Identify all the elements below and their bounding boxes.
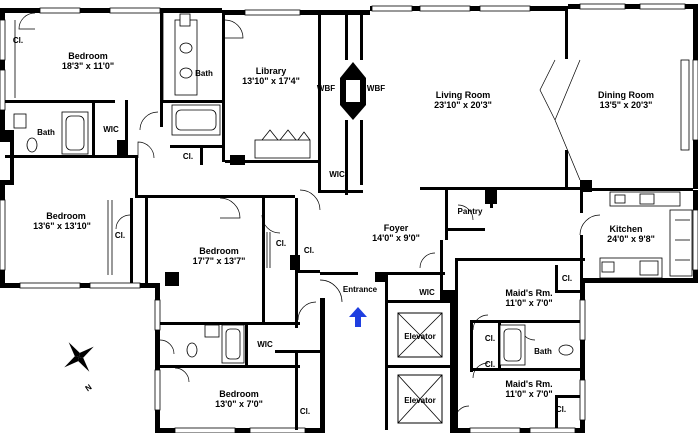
label-entrance: Entrance (343, 285, 378, 294)
room-dim-maids-1: 11'0" x 7'0" (505, 298, 552, 308)
room-labels: Bedroom 18'3" x 11'0" Library 13'10" x 1… (33, 51, 655, 409)
label-closet: Cl. (13, 36, 23, 45)
room-dim-bedroom-1: 18'3" x 11'0" (62, 61, 114, 71)
label-wic: WIC (329, 170, 345, 179)
compass-rose-icon (64, 342, 94, 372)
label-closet: Cl. (115, 231, 125, 240)
label-bath: Bath (37, 128, 55, 137)
elevator-shafts (397, 312, 443, 424)
room-dim-kitchen: 24'0" x 9'8" (607, 234, 655, 244)
label-closet: Cl. (562, 274, 572, 283)
room-dim-bedroom-2: 13'6" x 13'10" (33, 221, 91, 231)
label-wic: WIC (257, 340, 273, 349)
label-wic: WIC (103, 125, 119, 134)
label-closet: Cl. (300, 407, 310, 416)
room-name-maids-1: Maid's Rm. (505, 288, 552, 298)
label-compass-north: N (84, 382, 94, 393)
label-closet: Cl. (183, 152, 193, 161)
label-pantry: Pantry (458, 207, 483, 216)
label-elevator: Elevator (404, 396, 436, 405)
interior-walls (0, 9, 693, 433)
label-closet: Cl. (556, 405, 566, 414)
room-name-bedroom-4: Bedroom (219, 389, 259, 399)
room-dim-maids-2: 11'0" x 7'0" (505, 389, 552, 399)
room-dim-foyer: 14'0" x 9'0" (372, 233, 420, 243)
label-closet: Cl. (485, 334, 495, 343)
room-name-dining-room: Dining Room (598, 90, 654, 100)
room-dim-living-room: 23'10" x 20'3" (434, 100, 492, 110)
label-closet: Cl. (304, 246, 314, 255)
room-dim-bedroom-4: 13'0" x 7'0" (215, 399, 263, 409)
label-closet: Cl. (485, 360, 495, 369)
room-dim-bedroom-3: 17'7" x 13'7" (193, 256, 246, 266)
room-name-bedroom-1: Bedroom (68, 51, 108, 61)
label-elevator: Elevator (404, 332, 436, 341)
windows (0, 3, 698, 433)
entrance-arrow-icon (349, 307, 367, 327)
room-name-bedroom-2: Bedroom (46, 211, 86, 221)
label-wic: WIC (419, 288, 435, 297)
room-name-foyer: Foyer (384, 223, 409, 233)
room-name-bedroom-3: Bedroom (199, 246, 239, 256)
room-name-living-room: Living Room (436, 90, 491, 100)
fireplace-icon (340, 62, 366, 120)
room-name-maids-2: Maid's Rm. (505, 379, 552, 389)
room-name-kitchen: Kitchen (609, 224, 642, 234)
label-wbf: WBF (367, 84, 385, 93)
doors (18, 12, 601, 421)
room-dim-dining-room: 13'5" x 20'3" (600, 100, 653, 110)
room-name-library: Library (256, 66, 287, 76)
fixtures (13, 13, 693, 366)
label-wbf: WBF (317, 84, 335, 93)
label-closet: Cl. (276, 239, 286, 248)
small-labels: Cl. Bath Bath WIC Cl. WBF WBF WIC Cl. Cl… (13, 36, 572, 416)
label-bath: Bath (195, 69, 213, 78)
room-dim-library: 13'10" x 17'4" (242, 76, 300, 86)
label-bath: Bath (534, 347, 552, 356)
